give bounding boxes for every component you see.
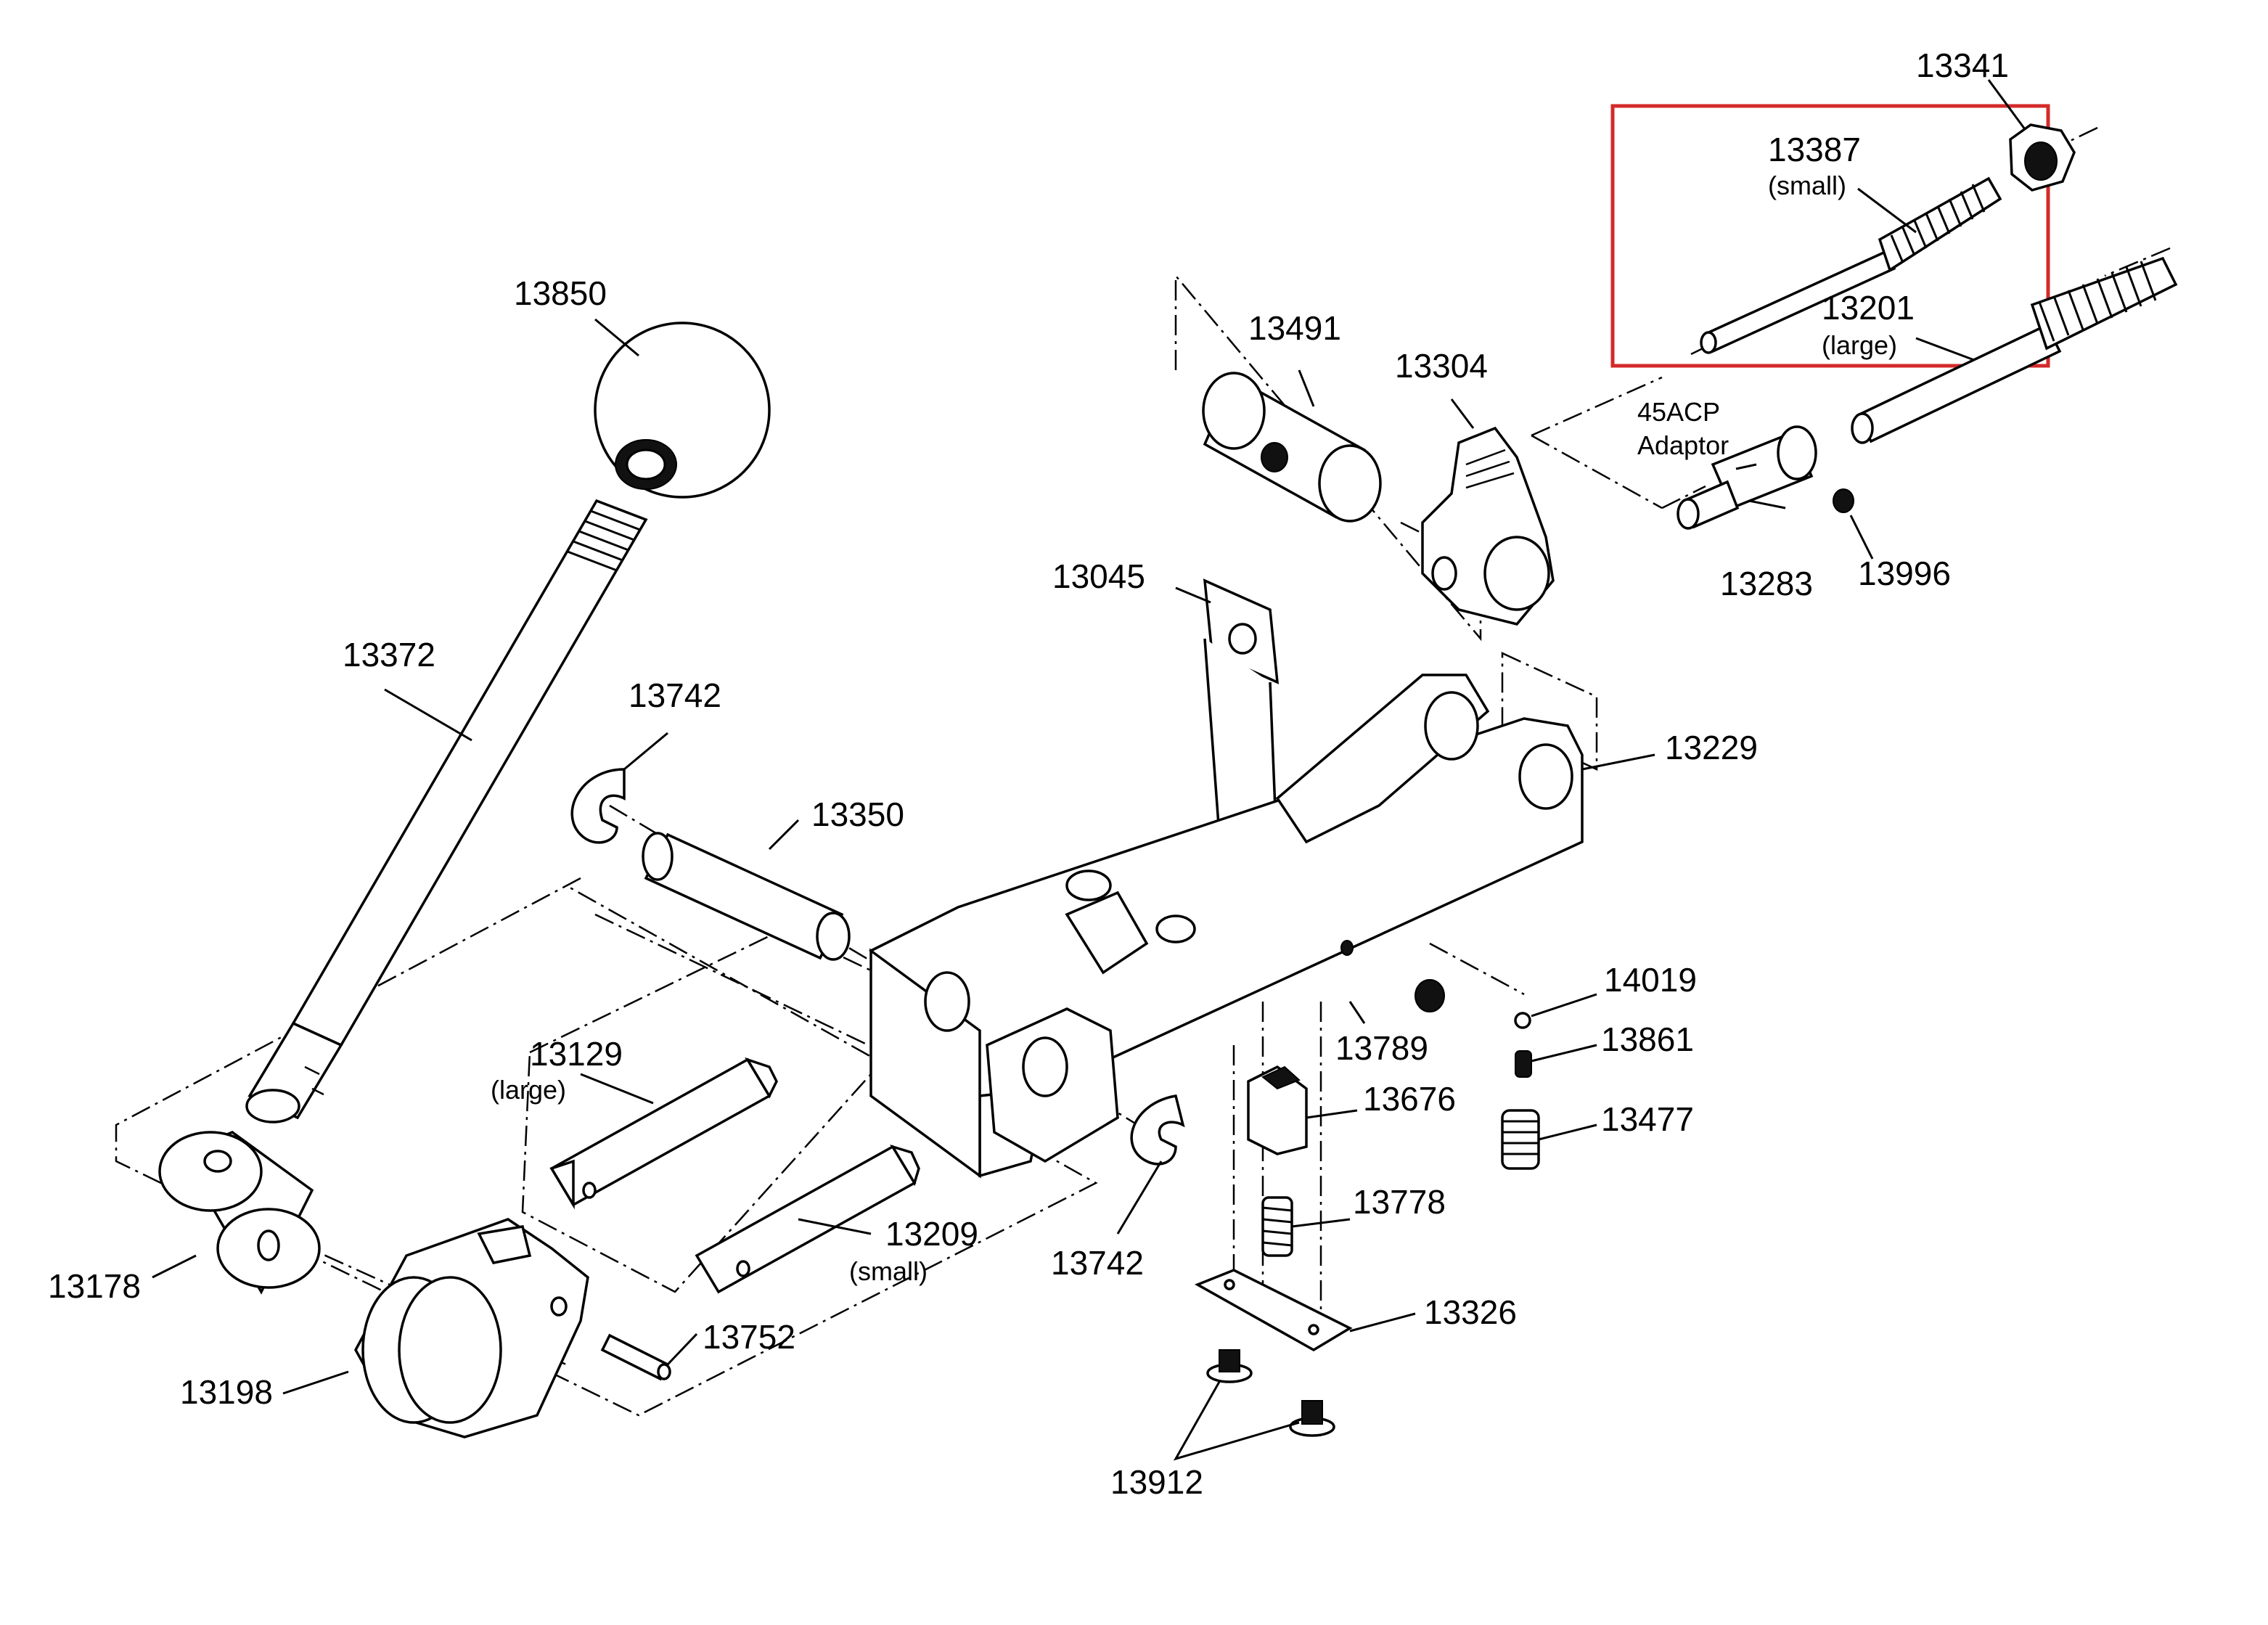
label-13326: 13326 xyxy=(1424,1293,1517,1331)
part-13477-set-screw xyxy=(1501,1109,1540,1170)
label-13229: 13229 xyxy=(1665,729,1758,766)
label-13491: 13491 xyxy=(1248,309,1341,347)
part-13326-plate xyxy=(1194,1269,1353,1352)
label-13350: 13350 xyxy=(811,795,904,833)
label-13178: 13178 xyxy=(48,1267,141,1305)
part-13350-pin xyxy=(642,832,851,961)
label-13850: 13850 xyxy=(514,274,607,312)
label-13129: 13129 xyxy=(530,1035,623,1073)
part-13372-handle-rod xyxy=(245,499,648,1123)
label-13304: 13304 xyxy=(1395,347,1488,385)
label-13789: 13789 xyxy=(1335,1029,1428,1067)
label-13752: 13752 xyxy=(703,1318,795,1356)
label-13201: 13201 xyxy=(1822,289,1915,327)
part-13742-eclip-top xyxy=(570,768,626,844)
label-adaptor-line1: 45ACP xyxy=(1637,397,1720,427)
label-13996: 13996 xyxy=(1858,554,1951,592)
label-13283: 13283 xyxy=(1720,565,1813,602)
part-13283-adaptor xyxy=(1677,425,1817,530)
label-13209-sub: (small) xyxy=(849,1256,928,1286)
part-13789-set-screw xyxy=(1415,979,1445,1012)
label-13778: 13778 xyxy=(1353,1183,1446,1221)
part-13387-small-pin xyxy=(1700,176,2002,354)
part-13304-cam-lever xyxy=(1421,426,1555,626)
label-adaptor-line2: Adaptor xyxy=(1637,430,1729,460)
label-13372: 13372 xyxy=(343,636,435,674)
part-13742-eclip-bottom xyxy=(1130,1094,1185,1166)
label-13341: 13341 xyxy=(1916,46,2009,84)
part-14019-ball xyxy=(1514,1012,1531,1029)
label-13198: 13198 xyxy=(180,1373,273,1411)
part-13229-main-body xyxy=(869,674,1584,1179)
leader-lines xyxy=(152,79,2026,1461)
part-13201-large-pin xyxy=(1851,256,2178,444)
part-labels: 13341 13387 (small) 13201 (large) 13850 … xyxy=(48,46,2009,1501)
label-13387: 13387 xyxy=(1768,131,1861,168)
label-13209: 13209 xyxy=(885,1215,978,1253)
label-13676: 13676 xyxy=(1363,1080,1456,1118)
highlight-box xyxy=(1610,104,2050,368)
part-13129-pin-large xyxy=(549,1057,778,1210)
label-13045: 13045 xyxy=(1052,557,1145,595)
label-13387-sub: (small) xyxy=(1768,171,1846,200)
label-14019: 14019 xyxy=(1604,961,1697,999)
part-13178-collar xyxy=(158,1130,321,1295)
part-13209-pin-small xyxy=(695,1144,920,1294)
part-13752-roll-pin xyxy=(600,1333,671,1381)
part-13996-set-screw xyxy=(1833,488,1854,513)
part-13912-screws xyxy=(1206,1349,1335,1437)
label-13742-top: 13742 xyxy=(629,676,721,714)
part-13850-ball-knob xyxy=(594,322,771,499)
label-13129-sub: (large) xyxy=(491,1075,566,1105)
label-13742-bottom: 13742 xyxy=(1051,1244,1144,1282)
label-13201-sub: (large) xyxy=(1822,330,1897,360)
label-13912: 13912 xyxy=(1110,1463,1203,1501)
label-13861: 13861 xyxy=(1601,1020,1694,1058)
part-13341-nut xyxy=(2009,123,2076,192)
part-13861-spring xyxy=(1515,1050,1532,1078)
part-13778-spring xyxy=(1261,1196,1293,1257)
part-13198-clevis xyxy=(354,1218,589,1438)
part-13491-cylinder xyxy=(1202,372,1382,523)
part-13676-block xyxy=(1247,1065,1308,1155)
label-13477: 13477 xyxy=(1601,1100,1694,1138)
